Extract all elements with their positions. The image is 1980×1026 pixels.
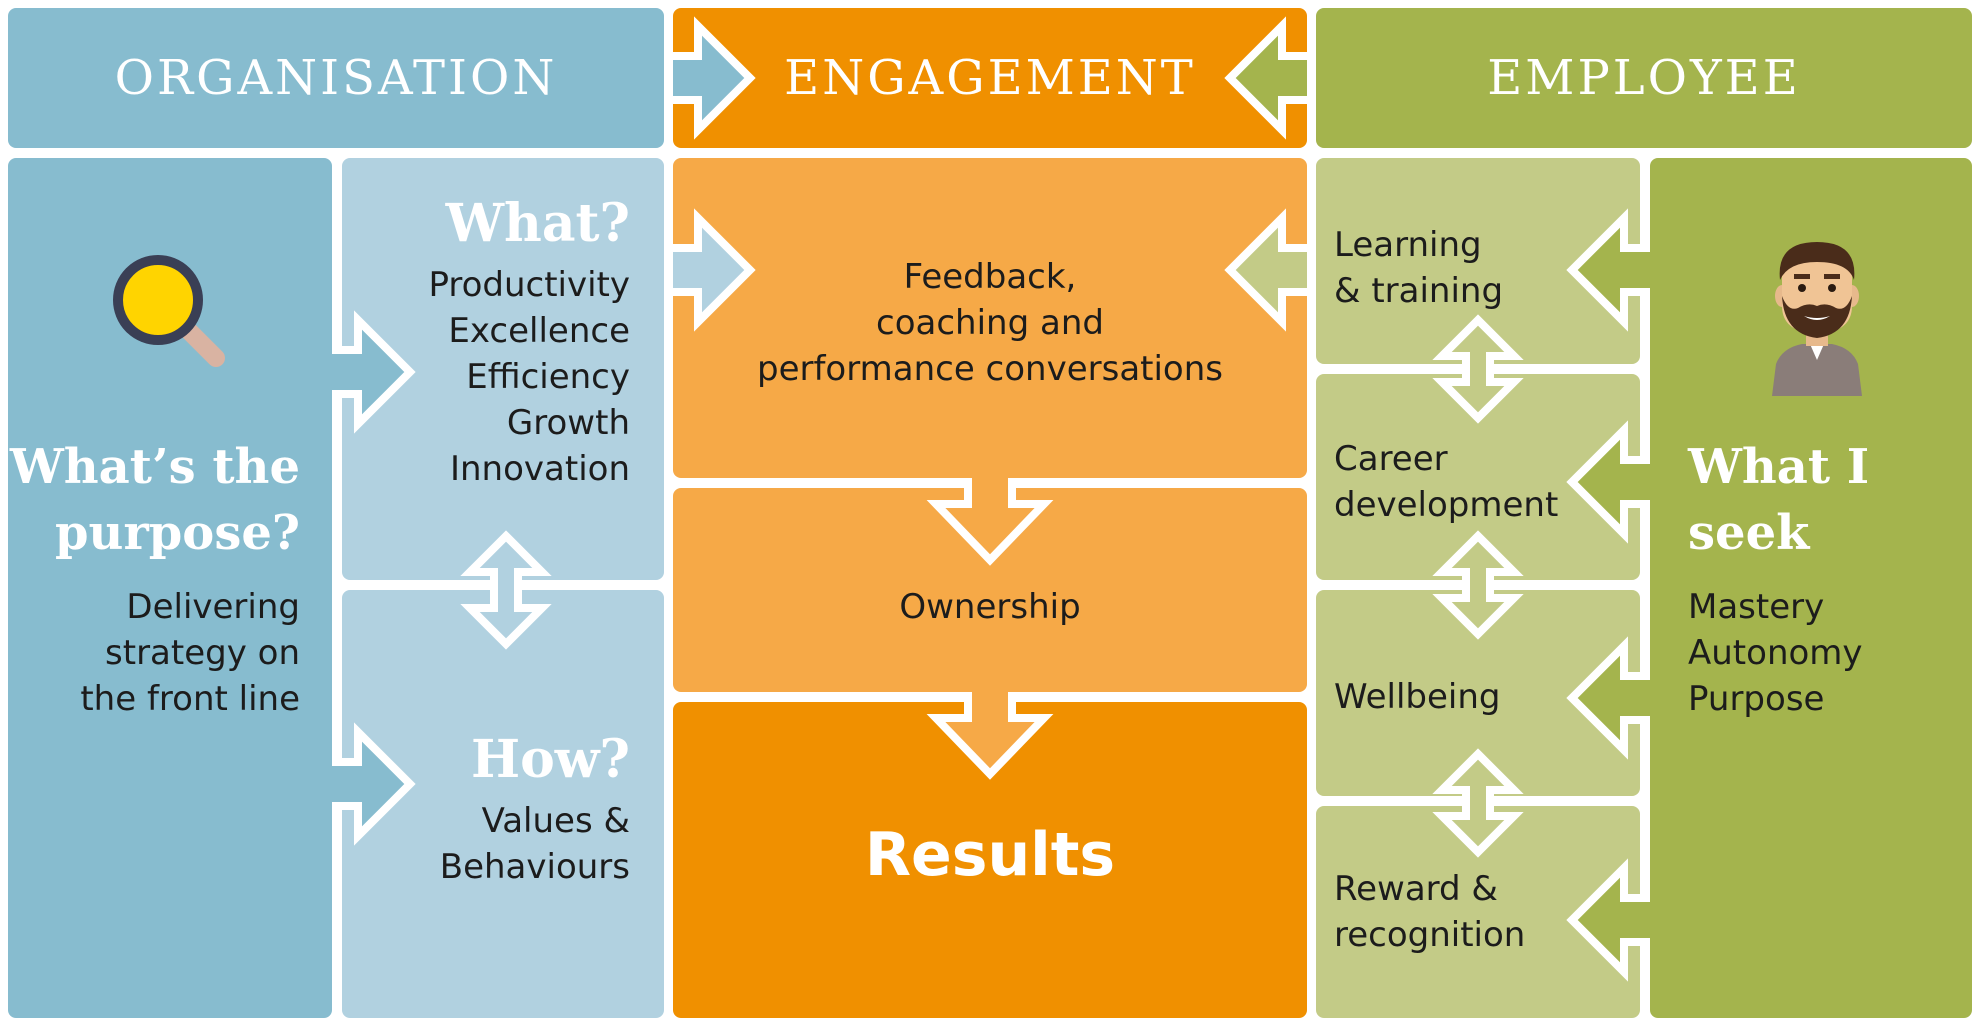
ownership-label: Ownership (899, 587, 1081, 627)
wellbeing-label: Wellbeing (1334, 677, 1501, 717)
learning-line-1: Learning (1334, 225, 1482, 265)
what-item-productivity: Productivity (428, 265, 630, 305)
how-panel: How? Values & Behaviours (342, 590, 664, 1018)
what-item-innovation: Innovation (449, 449, 630, 489)
header-organisation: ORGANISATION (8, 8, 664, 148)
purpose-title-line-2: purpose? (54, 505, 300, 561)
career-line-2: development (1334, 485, 1559, 525)
purpose-text-line-3: the front line (80, 679, 300, 719)
arrow-seek-to-wellbeing (1566, 636, 1650, 760)
arrow-organisation-to-engagement (673, 16, 756, 140)
arrow-career-wellbeing-bidirectional (1432, 530, 1524, 640)
purpose-panel: What’s the purpose? Delivering strategy … (8, 158, 332, 1018)
header-engagement-label: ENGAGEMENT (784, 50, 1196, 106)
arrow-learning-to-feedback (1224, 208, 1307, 332)
arrow-employee-to-engagement (1224, 16, 1307, 140)
what-panel: What? Productivity Excellence Efficiency… (342, 158, 664, 580)
what-item-efficiency: Efficiency (466, 357, 630, 397)
header-engagement: ENGAGEMENT (673, 8, 1307, 148)
reward-line-1: Reward & (1334, 869, 1498, 909)
feedback-line-3: performance conversations (756, 349, 1223, 389)
purpose-title-line-1: What’s the (9, 439, 300, 495)
arrow-wellbeing-reward-bidirectional (1432, 748, 1524, 858)
arrow-what-to-feedback (673, 208, 756, 332)
arrow-seek-to-reward (1566, 858, 1650, 982)
seek-item-purpose: Purpose (1688, 679, 1825, 719)
arrow-seek-to-learning (1566, 208, 1650, 332)
feedback-line-2: coaching and (876, 303, 1104, 343)
results-label: Results (864, 820, 1116, 890)
what-title: What? (445, 193, 630, 254)
header-employee-label: EMPLOYEE (1487, 50, 1801, 106)
arrow-seek-to-career (1566, 420, 1650, 544)
arrow-ownership-to-results (926, 692, 1054, 780)
header-organisation-label: ORGANISATION (114, 50, 558, 106)
seek-panel: What I seek Mastery Autonomy Purpose (1650, 158, 1972, 1018)
seek-title-line-1: What I (1688, 439, 1870, 495)
purpose-text-line-2: strategy on (105, 633, 300, 673)
reward-line-2: recognition (1334, 915, 1526, 955)
arrow-purpose-to-how (332, 722, 416, 846)
magnifier-icon (113, 255, 225, 367)
how-item-values: Values & (481, 801, 630, 841)
arrow-purpose-to-what (332, 310, 416, 434)
learning-line-2: & training (1334, 271, 1504, 311)
career-line-1: Career (1334, 439, 1448, 479)
what-item-growth: Growth (506, 403, 630, 443)
purpose-text-line-1: Delivering (126, 587, 300, 627)
seek-item-mastery: Mastery (1688, 587, 1825, 627)
arrow-feedback-to-ownership (926, 478, 1054, 566)
bearded-man-avatar-icon (1772, 242, 1862, 396)
arrow-what-how-bidirectional (460, 530, 552, 650)
how-item-behaviours: Behaviours (439, 847, 630, 887)
how-title: How? (470, 729, 630, 790)
what-item-excellence: Excellence (448, 311, 630, 351)
feedback-panel: Feedback, coaching and performance conve… (673, 158, 1307, 478)
header-employee: EMPLOYEE (1316, 8, 1972, 148)
arrow-learning-career-bidirectional (1432, 314, 1524, 424)
feedback-line-1: Feedback, (903, 257, 1077, 297)
seek-item-autonomy: Autonomy (1688, 633, 1863, 673)
seek-title-line-2: seek (1688, 505, 1810, 561)
